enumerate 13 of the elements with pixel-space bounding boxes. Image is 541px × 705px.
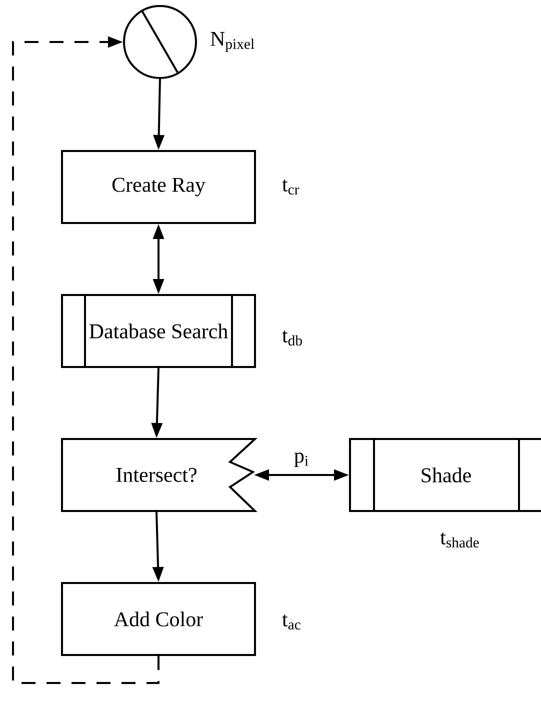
time-label: t$_{ac}$ <box>282 614 300 630</box>
predefined-process-box: Shade <box>349 438 541 512</box>
time-label: t$_{shade}$ <box>440 532 479 548</box>
decision-box: Intersect? <box>61 438 258 512</box>
slashed-circle <box>123 5 197 80</box>
dashed-arrow <box>12 36 160 684</box>
time-label: t$_{db}$ <box>282 330 302 346</box>
process-box: Create Ray <box>61 150 256 224</box>
edge-label: p$_{i}$ <box>292 452 310 468</box>
time-label: N$_{pixel}$ <box>210 32 254 52</box>
predefined-process-box: Database Search <box>61 294 256 368</box>
time-label: t$_{cr}$ <box>282 179 300 195</box>
process-box: Add Color <box>61 582 256 656</box>
